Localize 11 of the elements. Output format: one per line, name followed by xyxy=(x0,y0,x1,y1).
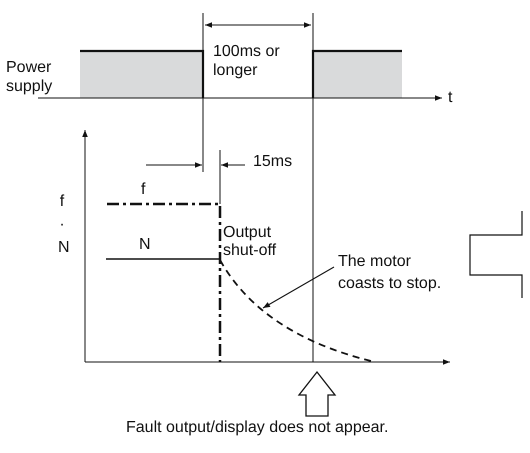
axis-label: t xyxy=(448,88,452,107)
note-text: Fault output/display does not appear. xyxy=(126,418,388,437)
axis-label: f · N xyxy=(58,192,66,258)
duration-label: 100ms or longer xyxy=(213,42,281,80)
leader-line xyxy=(262,266,334,308)
callout-text: The motor coasts to stop. xyxy=(338,251,460,295)
axis-label: Power supply xyxy=(6,58,54,96)
line-label: N xyxy=(139,235,151,254)
duration-label: 15ms xyxy=(253,152,292,171)
annotation-text: Output shut-off xyxy=(223,224,278,260)
line-label: f xyxy=(141,180,146,199)
